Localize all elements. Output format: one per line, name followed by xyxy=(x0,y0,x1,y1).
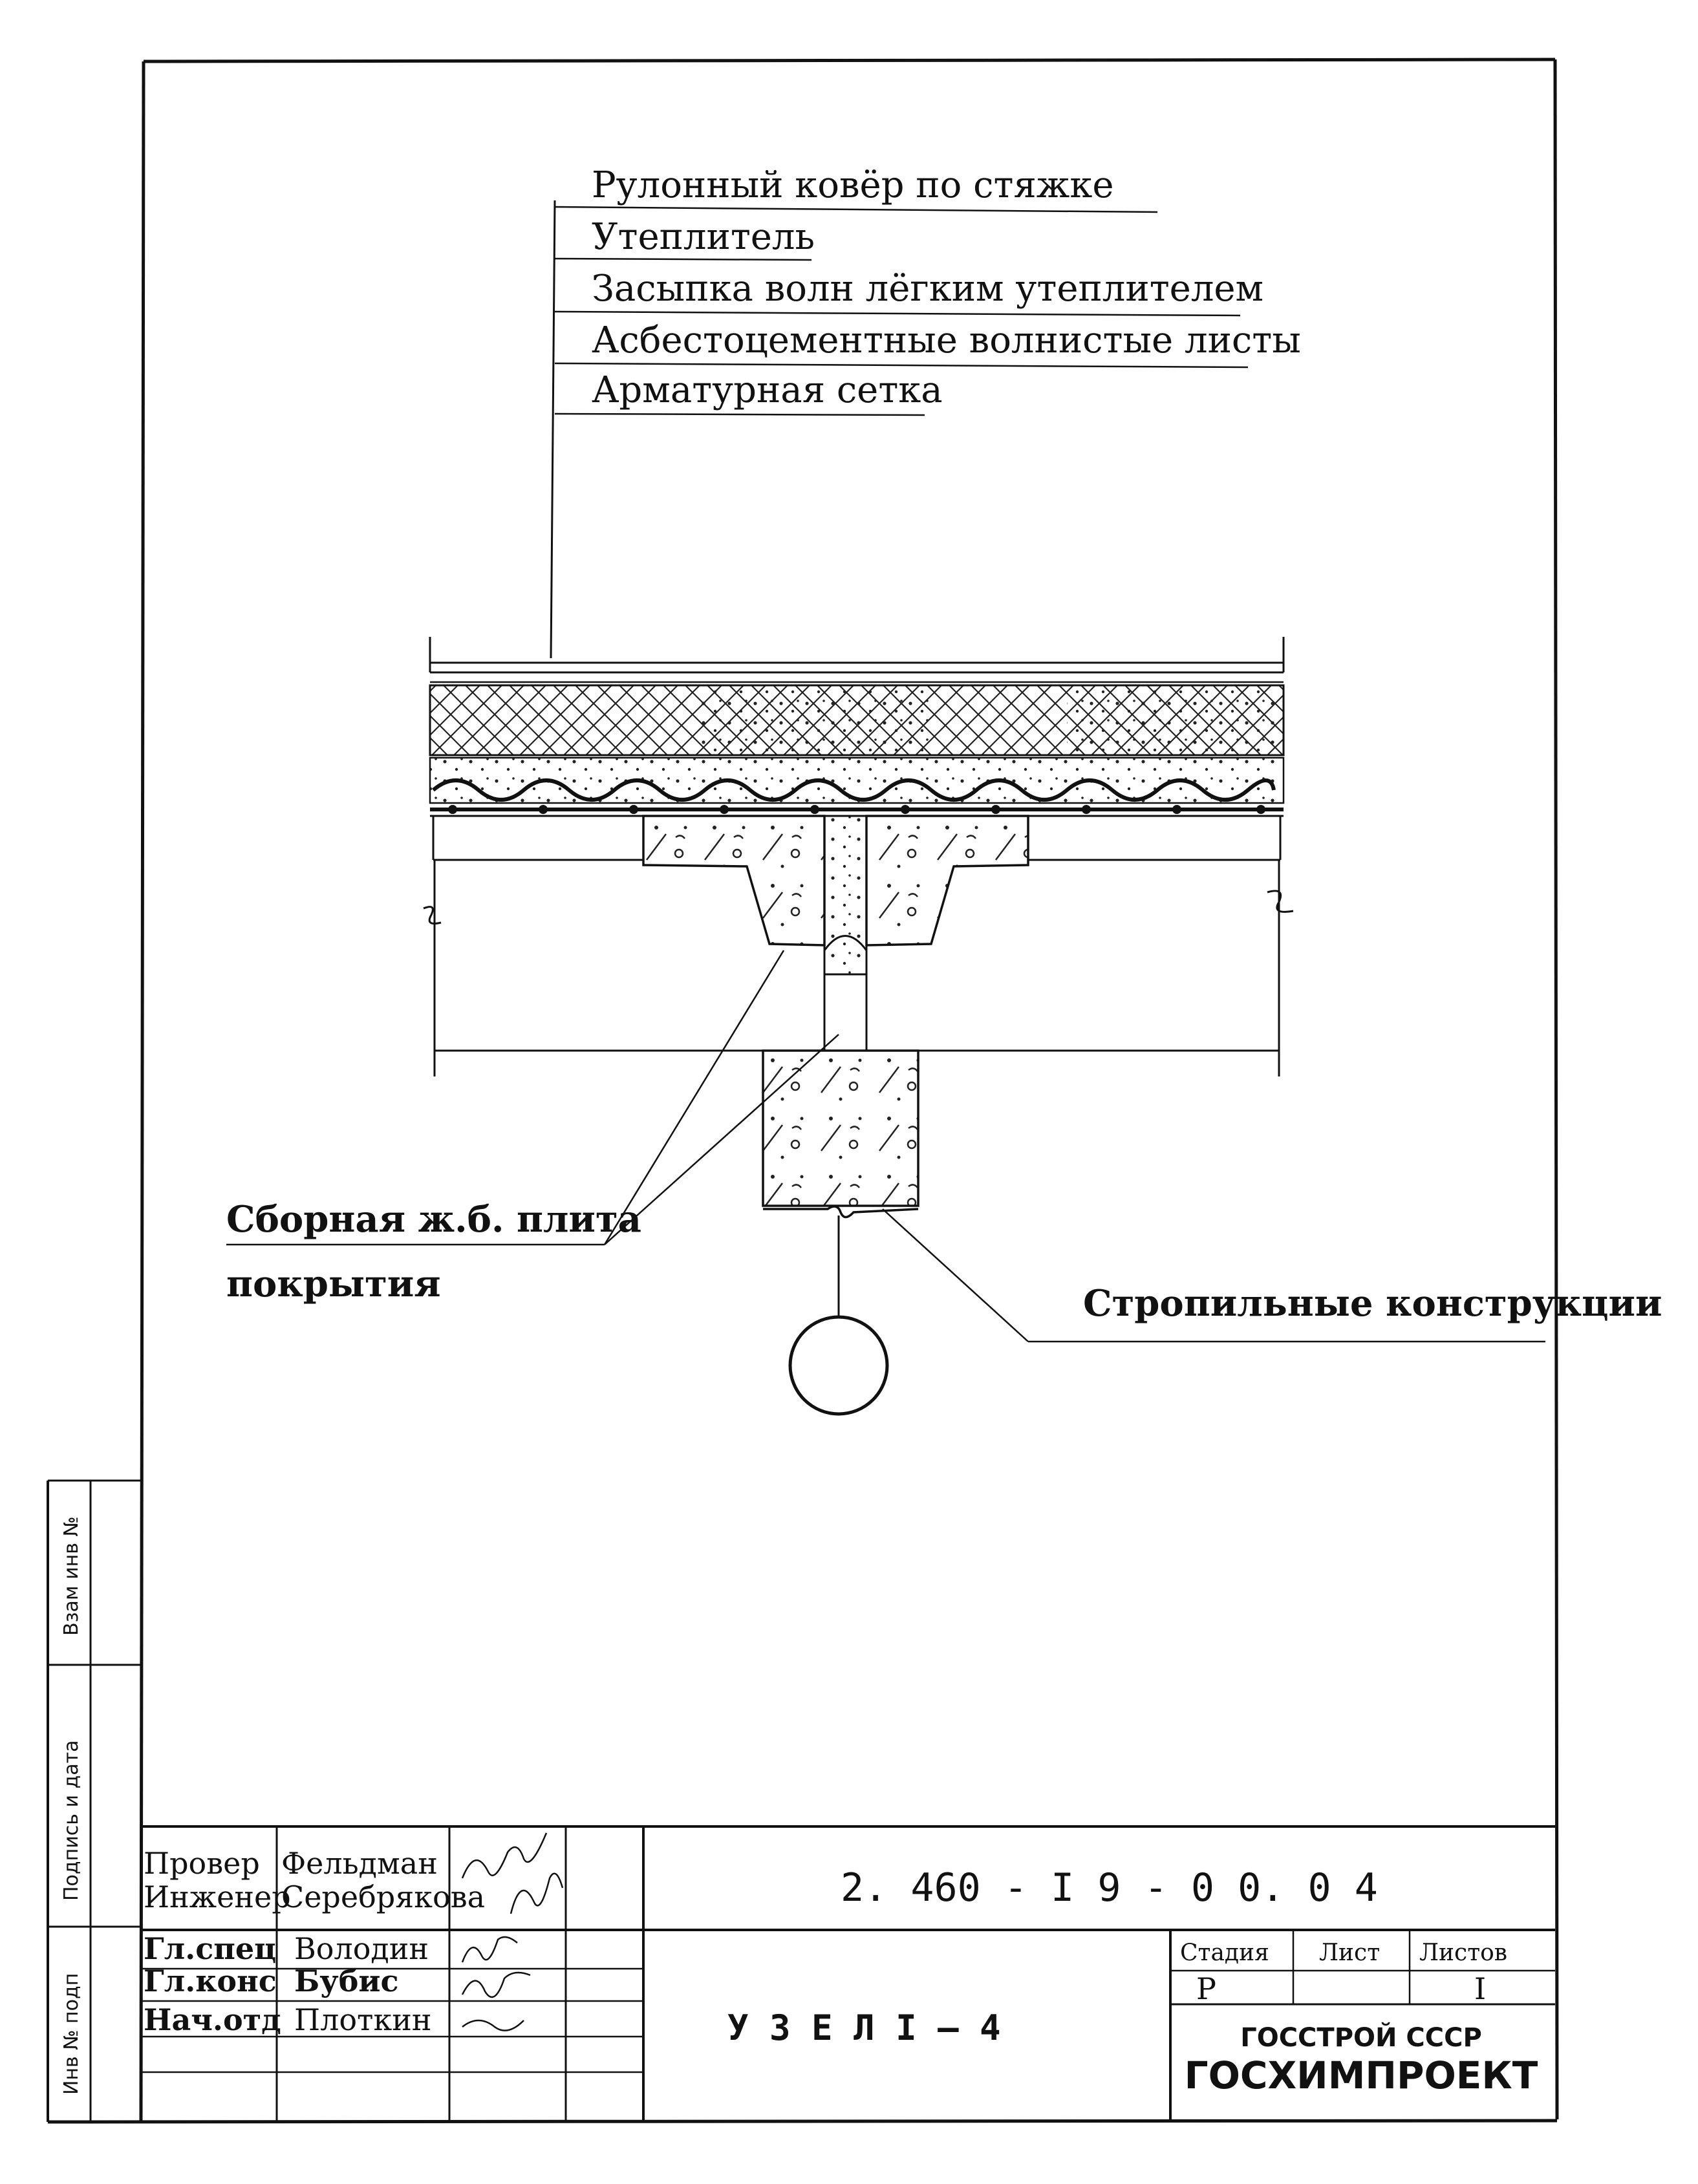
role-5: Нач.отд xyxy=(144,2002,281,2037)
bottom-callouts: Сборная ж.б. плита покрытия Стропильные … xyxy=(226,950,1662,1343)
stage-value: Р xyxy=(1196,1971,1216,2006)
side-stamp: Инв № подп Подпись и дата Взам инв № xyxy=(47,1479,141,2122)
slab-callout-line1: Сборная ж.б. плита xyxy=(226,1198,641,1241)
name-5: Плоткин xyxy=(294,2002,432,2037)
sheets-header: Листов xyxy=(1419,1940,1507,1966)
layer-label-asbestos-sheets: Асбестоцементные волнистые листы xyxy=(592,319,1301,361)
layer-label-rebar-mesh: Арматурная сетка xyxy=(592,369,943,411)
stamp-podpis-data: Подпись и дата xyxy=(60,1740,83,1901)
slab-rib-left xyxy=(642,815,826,947)
layer-label-roll-carpet: Рулонный ковёр по стяжке xyxy=(592,164,1113,206)
signature-1 xyxy=(461,1832,548,1879)
axis-marker xyxy=(788,1315,889,1416)
signature-2 xyxy=(510,1872,564,1914)
sheets-value: I xyxy=(1474,1971,1486,2006)
layer-label-insulation: Утеплитель xyxy=(592,216,815,258)
layer-callouts: Рулонный ковёр по стяжке Утеплитель Засы… xyxy=(550,164,1301,659)
title-block-text: Провер Фельдман Инженер Серебрякова Гл.с… xyxy=(144,1832,1538,2097)
name-4: Бубис xyxy=(294,1964,399,1998)
name-3: Володин xyxy=(294,1931,429,1966)
document-code: 2. 460 - I 9 - 0 0. 0 4 xyxy=(841,1865,1378,1911)
role-1: Провер xyxy=(144,1846,260,1881)
corrugated-sheet xyxy=(432,778,1276,802)
roof-section xyxy=(423,637,1294,1416)
joint-grout xyxy=(823,815,868,976)
name-2: Серебрякова xyxy=(281,1879,485,1914)
rafter-beam xyxy=(762,1049,919,1207)
signature-4 xyxy=(461,1971,531,1998)
role-4: Гл.конс xyxy=(144,1964,277,1998)
drawing-title: У З Е Л I – 4 xyxy=(727,2007,1001,2048)
slab-callout-line2: покрытия xyxy=(226,1263,441,1305)
layer-label-wave-fill: Засыпка волн лёгким утеплителем xyxy=(592,268,1263,310)
role-3: Гл.спец xyxy=(144,1931,276,1966)
stamp-inv-podp: Инв № подп xyxy=(60,1973,83,2095)
org-line-2: ГОСХИМПРОЕКТ xyxy=(1185,2053,1538,2097)
sheet-header: Лист xyxy=(1319,1940,1380,1966)
slab-rib-right xyxy=(865,815,1029,947)
role-2: Инженер xyxy=(144,1879,291,1914)
sheet-frame xyxy=(47,58,1559,2124)
org-line-1: ГОССТРОЙ СССР xyxy=(1240,2022,1482,2053)
wave-fill-layer xyxy=(429,756,1285,804)
title-block xyxy=(141,1825,1555,2122)
stamp-vzam-inv: Взам инв № xyxy=(60,1516,83,1636)
name-1: Фельдман xyxy=(281,1846,438,1881)
rafter-callout: Стропильные конструкции xyxy=(1083,1282,1662,1325)
signature-5 xyxy=(462,2019,524,2031)
stage-header: Стадия xyxy=(1180,1940,1269,1966)
signature-3 xyxy=(461,1936,518,1963)
